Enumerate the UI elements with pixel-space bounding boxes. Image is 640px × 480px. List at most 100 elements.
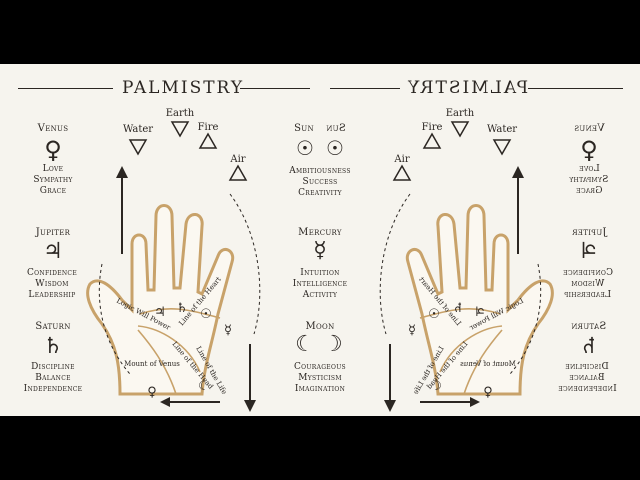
sun-symbol-icon: ☉ bbox=[296, 136, 314, 160]
venus-trait-1-right: Love bbox=[554, 164, 624, 174]
air-label: Air bbox=[229, 154, 245, 165]
saturn-trait-3: Independence bbox=[23, 384, 83, 394]
sun-name-mirrored-text: Sun bbox=[326, 123, 346, 134]
saturn-trait-2: Balance bbox=[35, 373, 71, 383]
left-decor-arrows bbox=[98, 166, 261, 412]
right-hand-venus-icon: ♀ bbox=[483, 385, 493, 400]
water-label: Water bbox=[123, 124, 153, 135]
jupiter-trait-2-right: Wisdom bbox=[548, 279, 628, 289]
title-left: PALMISTRY bbox=[122, 78, 245, 98]
jupiter-trait-2-right-text: Wisdom bbox=[571, 279, 605, 289]
right-hand-illustration: Water Earth Fire Air Logic Will Power Li… bbox=[392, 108, 554, 400]
earth-label: Earth bbox=[166, 108, 195, 119]
left-hand-outline bbox=[86, 204, 235, 396]
jupiter-trait-3-right-text: Leadership bbox=[564, 290, 612, 300]
right-hand-moon-icon: ☾ bbox=[430, 379, 442, 394]
title-ornament-right-mirrored bbox=[528, 88, 623, 89]
moon-name: Moon bbox=[305, 321, 335, 332]
moon-trait-2: Mysticism bbox=[298, 373, 342, 383]
earth-triangle-icon-right bbox=[450, 121, 470, 138]
saturn-symbol-icon-right: ♄ bbox=[574, 334, 604, 359]
venus-trait-1: Love bbox=[42, 164, 64, 174]
right-hand-outline bbox=[405, 204, 554, 396]
left-head-line bbox=[137, 325, 201, 373]
right-up-arrowhead-icon bbox=[512, 166, 524, 178]
jupiter-trait-3-right: Leadership bbox=[548, 290, 628, 300]
venus-symbol-icon-right: ♀ bbox=[580, 136, 598, 164]
left-hand-saturn-icon: ♄ bbox=[176, 301, 188, 316]
fire-label: Fire bbox=[198, 122, 219, 133]
sun-trait-1: Ambitiousness bbox=[289, 166, 351, 176]
right-heart-line bbox=[419, 307, 501, 319]
water-label-right: Water bbox=[487, 124, 517, 135]
left-hand-illustration: Water Earth Fire Air Logic Will Power Li… bbox=[86, 108, 248, 400]
venus-trait-3: Grace bbox=[39, 186, 67, 196]
sun-name-mirrored: Sun bbox=[318, 123, 354, 134]
saturn-symbol-right-glyph: ♄ bbox=[579, 334, 599, 359]
moon-symbol-icon-mirrored-glyph: ☾ bbox=[323, 332, 343, 357]
jupiter-name-right: Jupiter bbox=[550, 227, 628, 238]
venus-name-right-text: Venus bbox=[573, 123, 605, 134]
jupiter-trait-3: Leadership bbox=[28, 290, 76, 300]
saturn-trait-1: Discipline bbox=[31, 362, 75, 372]
saturn-symbol-icon: ♄ bbox=[43, 334, 63, 359]
title-ornament-left-mirrored bbox=[330, 88, 400, 89]
left-hand-venus-icon: ♀ bbox=[147, 385, 157, 400]
left-life-line bbox=[137, 329, 177, 395]
sun-name: Sun bbox=[294, 123, 314, 134]
water-triangle-icon-right bbox=[492, 139, 512, 156]
moon-trait-3: Imagination bbox=[294, 384, 346, 394]
left-down-arrowhead-icon bbox=[244, 400, 256, 412]
jupiter-symbol-right-glyph: ♃ bbox=[579, 239, 599, 264]
moon-symbol-icon: ☾ bbox=[295, 332, 315, 357]
left-up-arrowhead-icon bbox=[116, 166, 128, 178]
air-triangle-icon-right bbox=[392, 164, 412, 181]
moon-trait-1: Courageous bbox=[294, 362, 346, 372]
left-hand-moon-icon: ☾ bbox=[198, 379, 210, 394]
sun-symbol-icon-mirrored: ☉ bbox=[326, 136, 344, 160]
title-mirrored-text: PALMISTRY bbox=[406, 78, 529, 98]
bottom-left-arrowhead-icon bbox=[160, 397, 170, 407]
jupiter-trait-2: Wisdom bbox=[35, 279, 69, 289]
saturn-trait-2-right-text: Balance bbox=[569, 373, 605, 383]
right-down-arrowhead-icon bbox=[384, 400, 396, 412]
left-hand-jupiter-icon: ♃ bbox=[154, 305, 166, 320]
right-decor-arrows bbox=[379, 166, 542, 412]
jupiter-symbol-icon: ♃ bbox=[43, 239, 63, 264]
earth-label-right: Earth bbox=[446, 108, 475, 119]
venus-trait-3-right-text: Grace bbox=[575, 186, 603, 196]
title-right: PALMISTRY bbox=[406, 78, 528, 98]
air-triangle-icon bbox=[228, 164, 248, 181]
right-hand-mercury-icon: ☿ bbox=[408, 323, 416, 338]
venus-symbol-icon: ♀ bbox=[44, 136, 62, 164]
right-hand-sun-icon: ☉ bbox=[428, 307, 440, 322]
jupiter-symbol-icon-right: ♃ bbox=[574, 239, 604, 264]
mercury-trait-3: Activity bbox=[302, 290, 338, 300]
saturn-name: Saturn bbox=[35, 321, 71, 332]
venus-trait-2-right: Sympathy bbox=[554, 175, 624, 185]
water-triangle-icon bbox=[128, 139, 148, 156]
title-ornament-right bbox=[240, 88, 310, 89]
mercury-trait-2: Intelligence bbox=[292, 279, 348, 289]
venus-trait-2: Sympathy bbox=[33, 175, 73, 185]
saturn-trait-1-right-text: Discipline bbox=[565, 362, 609, 372]
left-hand-sun-icon: ☉ bbox=[200, 307, 212, 322]
left-hand-mercury-icon: ☿ bbox=[224, 323, 232, 338]
mercury-name: Mercury bbox=[298, 227, 342, 238]
fire-label-right: Fire bbox=[422, 122, 443, 133]
fire-triangle-icon-right bbox=[422, 132, 442, 149]
earth-triangle-icon bbox=[170, 121, 190, 138]
sun-trait-3: Creativity bbox=[298, 188, 342, 198]
jupiter-trait-1-right: Confidence bbox=[548, 268, 628, 278]
sun-trait-2: Success bbox=[302, 177, 338, 187]
venus-trait-1-right-text: Love bbox=[578, 164, 600, 174]
saturn-trait-3-right-text: Independence bbox=[557, 384, 617, 394]
venus-trait-2-right-text: Sympathy bbox=[569, 175, 609, 185]
moon-symbol-icon-mirrored: ☾ bbox=[320, 332, 346, 357]
title-ornament-left bbox=[18, 88, 113, 89]
venus-name-right: Venus bbox=[554, 123, 624, 134]
jupiter-trait-1-right-text: Confidence bbox=[563, 268, 613, 278]
right-hand-jupiter-icon: ♃ bbox=[474, 305, 486, 320]
right-hand-saturn-icon: ♄ bbox=[452, 301, 464, 316]
jupiter-name-right-text: Jupiter bbox=[571, 227, 607, 238]
